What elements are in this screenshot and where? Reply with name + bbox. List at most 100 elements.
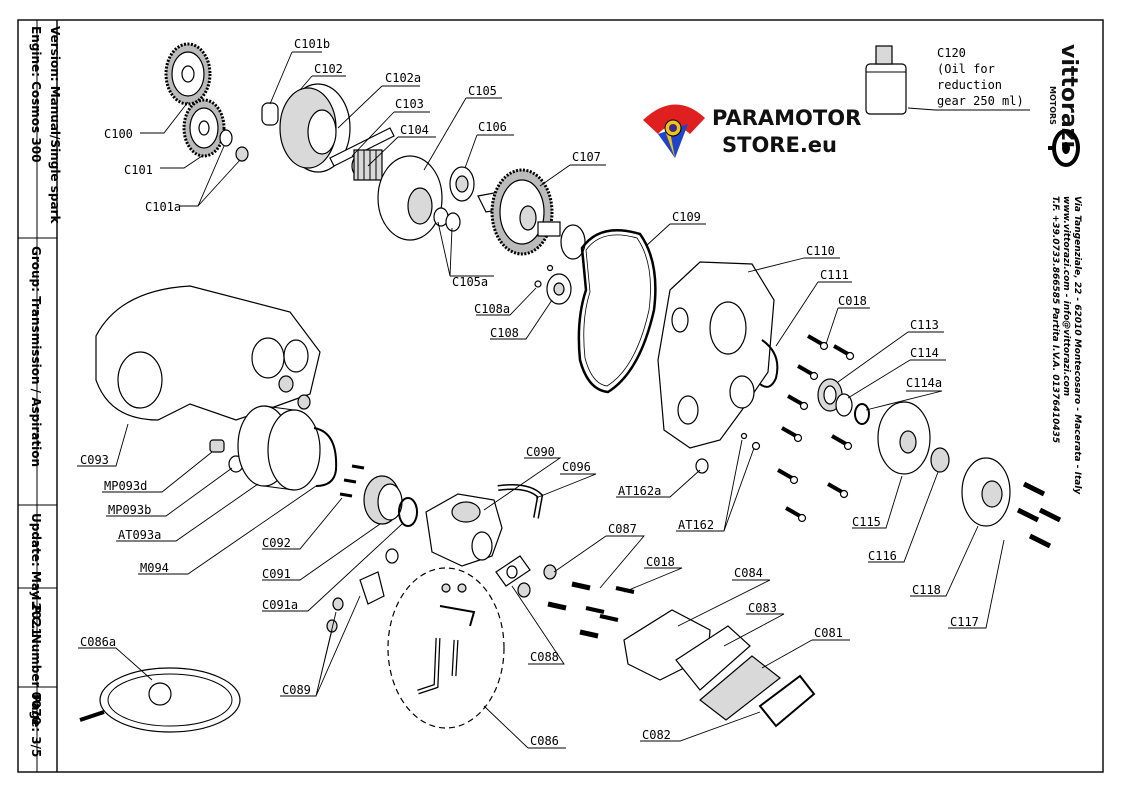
label-c106: C106	[478, 120, 507, 134]
update-label: Update: May 2021	[29, 513, 43, 636]
page-label: Page: 3/5	[29, 694, 43, 757]
part-c093-nut	[278, 375, 294, 393]
header-strip: Engine: Cosmos 300 Version: Manual/Singl…	[18, 20, 62, 772]
label-c092: C092	[262, 536, 291, 550]
gasket-c082	[758, 674, 816, 728]
label-c093: C093	[80, 453, 109, 467]
label-c018-top: C018	[838, 294, 867, 308]
ipc-number-label: I.P.C. Number 0070	[29, 596, 43, 725]
drum-c105	[377, 155, 443, 241]
gearbox-housing-c110	[657, 261, 775, 449]
vittorazi-logo: vittorazi MOTORS	[1048, 44, 1081, 167]
label-c090: C090	[526, 445, 555, 459]
label-c087: C087	[608, 522, 637, 536]
group-label: Group: Transmission / Aspiration	[29, 246, 43, 467]
label-c109: C109	[672, 210, 701, 224]
nut-c087	[543, 564, 557, 580]
bolts-c018-bottom	[585, 586, 635, 622]
hose-assembly-c086	[417, 583, 476, 695]
label-c113: C113	[910, 318, 939, 332]
label-at162a: AT162a	[618, 484, 661, 498]
oil-note-2: (Oil for	[937, 62, 995, 76]
store-line-2: STORE.eu	[722, 133, 837, 157]
label-c091: C091	[262, 567, 291, 581]
store-line-1: PARAMOTOR	[712, 106, 861, 130]
label-c111: C111	[820, 268, 849, 282]
sheet-border	[17, 19, 1104, 773]
fitting-at162	[740, 432, 748, 440]
label-mp093d: MP093d	[104, 479, 147, 493]
nut-c116	[930, 447, 950, 473]
flange-c115	[877, 401, 931, 475]
label-c117: C117	[950, 615, 979, 629]
oring-c091a	[398, 497, 418, 527]
address-line-2: www.vittorazi.com - info@vittorazi.com	[1061, 196, 1071, 396]
filter-at093a	[237, 405, 321, 491]
label-c103: C103	[395, 97, 424, 111]
label-c100: C100	[104, 127, 133, 141]
bearing-c104	[353, 149, 383, 181]
pin-c108a	[534, 280, 542, 288]
version-label: Version: Manual/Single spark	[48, 26, 62, 224]
washer-c101a-1	[219, 129, 233, 147]
oil-note-1: C120	[937, 46, 966, 60]
part-labels: C100 C101 C101a C101b C102 C102a C103 C1…	[80, 37, 979, 748]
gasket-c109	[577, 228, 657, 394]
label-c116: C116	[868, 549, 897, 563]
gear-c100	[164, 42, 212, 106]
part-mp093d	[209, 439, 225, 453]
clamp-m094	[313, 427, 338, 487]
label-c105a: C105a	[452, 275, 488, 289]
label-at093a: AT093a	[118, 528, 161, 542]
label-c110: C110	[806, 244, 835, 258]
studs-c087	[547, 581, 599, 639]
spacer-c114	[835, 393, 853, 417]
label-c108: C108	[490, 326, 519, 340]
brand-sub: MOTORS	[1048, 86, 1057, 125]
gear-c107	[477, 168, 561, 256]
label-c082: C082	[642, 728, 671, 742]
gear-c101	[182, 98, 226, 158]
oring-c114a	[854, 403, 870, 425]
washer-c105a-2	[445, 212, 461, 232]
fitting-at162a	[695, 458, 709, 474]
label-c107: C107	[572, 150, 601, 164]
label-c104: C104	[400, 123, 429, 137]
label-c088: C088	[530, 650, 559, 664]
label-c115: C115	[852, 515, 881, 529]
address-line-3: T.F. +39.0733.866585 Partita I.V.A. 0137…	[1050, 196, 1060, 443]
oil-note-3: reduction	[937, 78, 1002, 92]
nut-c101a-2	[235, 146, 249, 162]
oil-bottle-icon	[865, 45, 907, 115]
hub-c118	[961, 457, 1011, 527]
label-c081: C081	[814, 626, 843, 640]
label-c118: C118	[912, 583, 941, 597]
label-c089: C089	[282, 683, 311, 697]
engine-label: Engine: Cosmos 300	[29, 26, 43, 162]
label-c114: C114	[910, 346, 939, 360]
label-c102a: C102a	[385, 71, 421, 85]
label-m094: M094	[140, 561, 169, 575]
gasket-c081	[699, 655, 781, 721]
bolts-c018-top	[777, 334, 855, 523]
airbox-c093	[95, 285, 321, 421]
label-at162: AT162	[678, 518, 714, 532]
label-c086a: C086a	[80, 635, 116, 649]
label-c083: C083	[748, 601, 777, 615]
label-c091a: C091a	[262, 598, 298, 612]
label-c102: C102	[314, 62, 343, 76]
bracket	[359, 571, 385, 605]
circlip-c111	[759, 339, 779, 388]
bearing-c108-top	[560, 224, 586, 260]
label-c105: C105	[468, 84, 497, 98]
label-c101a: C101a	[145, 200, 181, 214]
fittings-c089	[326, 597, 344, 633]
address-line-1: Via Tangenziale, 22 - 62010 Montecosaro …	[1072, 196, 1082, 495]
cable-c086a	[79, 667, 241, 733]
label-c096: C096	[562, 460, 591, 474]
label-c084: C084	[734, 566, 763, 580]
spacer-c091	[363, 475, 403, 525]
screws-c092	[339, 464, 365, 498]
label-mp093b: MP093b	[108, 503, 151, 517]
